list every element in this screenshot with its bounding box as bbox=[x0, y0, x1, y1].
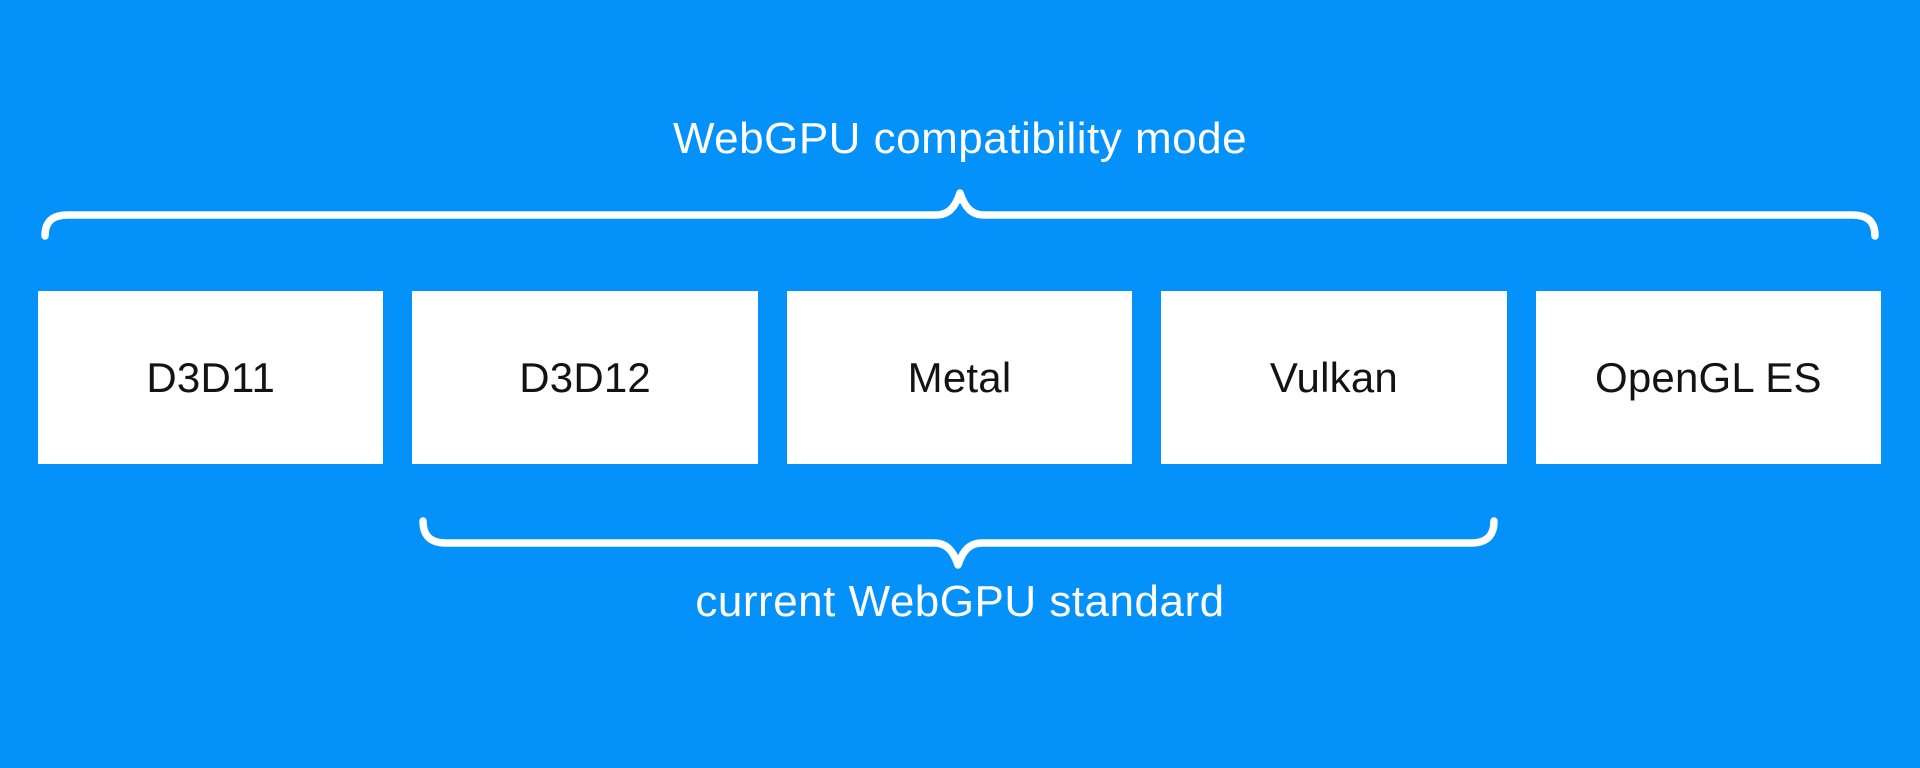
top-brace-label: WebGPU compatibility mode bbox=[672, 114, 1248, 163]
api-box-metal: Metal bbox=[786, 291, 1133, 464]
top-brace-icon bbox=[41, 189, 1879, 240]
api-box-label: D3D11 bbox=[146, 353, 276, 401]
api-box-vulkan: Vulkan bbox=[1161, 291, 1507, 464]
api-box-opengl-es: OpenGL ES bbox=[1535, 291, 1882, 464]
api-box-label: Vulkan bbox=[1269, 353, 1398, 401]
api-box-label: OpenGL ES bbox=[1594, 353, 1822, 401]
api-boxes-row: D3D11 D3D12 Metal Vulkan OpenGL ES bbox=[38, 291, 1882, 464]
bottom-brace-icon bbox=[419, 517, 1498, 569]
bottom-brace-label: current WebGPU standard bbox=[695, 577, 1225, 626]
api-box-label: Metal bbox=[907, 353, 1012, 401]
api-box-d3d12: D3D12 bbox=[412, 291, 758, 464]
api-box-d3d11: D3D11 bbox=[38, 291, 384, 464]
api-box-label: D3D12 bbox=[519, 353, 651, 401]
